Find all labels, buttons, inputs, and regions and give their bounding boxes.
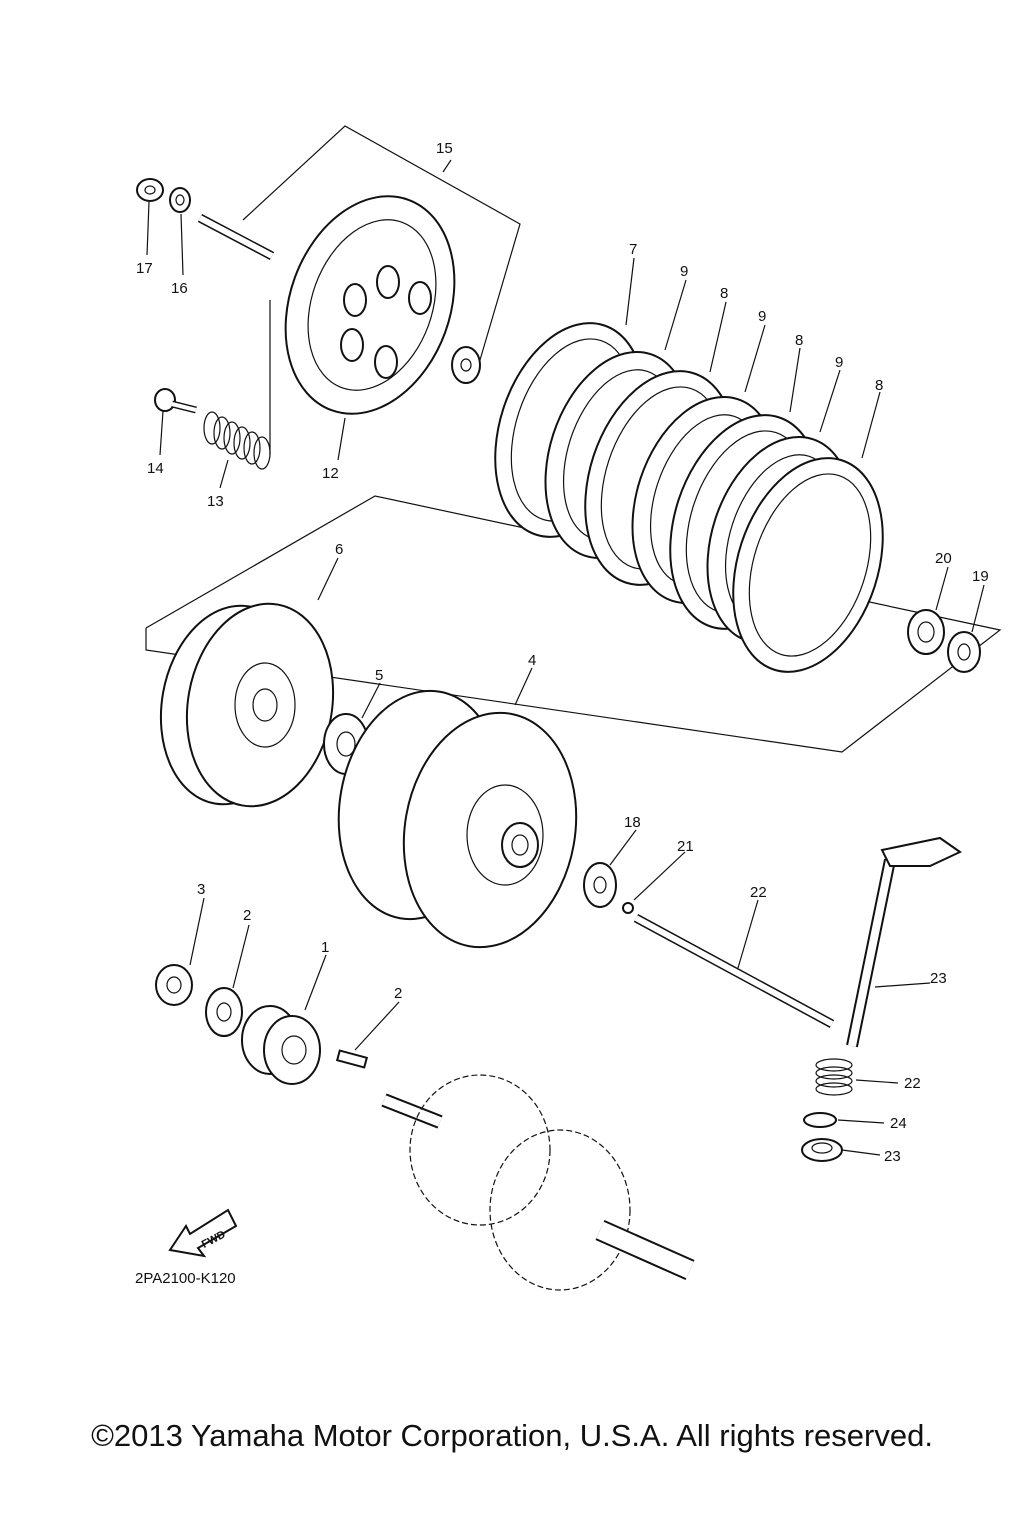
callout-2-label: 2 xyxy=(394,985,402,1002)
push-plate xyxy=(451,346,481,384)
spring-part-22 xyxy=(815,1058,853,1096)
callout-19: 21 xyxy=(677,838,694,855)
callout-10: 12 xyxy=(322,465,339,482)
pressure-plate-part-10 xyxy=(284,195,456,415)
callout-15: 17 xyxy=(136,260,153,277)
callout-5: 4 xyxy=(528,652,536,669)
callout-24: 24 xyxy=(890,1115,907,1132)
oil-seal-part-23 xyxy=(801,1138,843,1162)
leader-lines xyxy=(146,159,985,1156)
washer-part-14 xyxy=(169,187,191,213)
circlip-part-17 xyxy=(947,631,981,673)
nut-part-15 xyxy=(136,178,164,202)
clutch-boss-part-7 xyxy=(159,602,335,808)
circlip-part-24 xyxy=(803,1112,837,1128)
callout-9a: 9 xyxy=(680,263,688,280)
callout-17: 19 xyxy=(972,568,989,585)
crankshaft xyxy=(381,1074,695,1291)
callout-9c: 9 xyxy=(835,354,843,371)
callout-23: 23 xyxy=(884,1148,901,1165)
friction-plate-8d xyxy=(732,457,884,673)
push-rod-part-20 xyxy=(633,914,835,1028)
washer-part-3 xyxy=(205,987,243,1037)
callout-3: 2 xyxy=(243,907,251,924)
callout-21: 23 xyxy=(930,970,947,987)
spring-part-11 xyxy=(203,411,271,470)
callout-13: 15 xyxy=(436,140,453,157)
callout-14: 16 xyxy=(171,280,188,297)
push-lever-shaft-part-21 xyxy=(846,836,962,1048)
copyright-notice: ©2013 Yamaha Motor Corporation, U.S.A. A… xyxy=(91,1418,933,1453)
callout-20: 22 xyxy=(750,884,767,901)
callout-11: 13 xyxy=(207,493,224,510)
callout-7: 6 xyxy=(335,541,343,558)
clutch-housing-part-5 xyxy=(337,689,578,949)
bolt-part-12 xyxy=(154,388,197,414)
callout-8a: 7 xyxy=(629,241,637,258)
ball-part-19 xyxy=(622,902,634,914)
nut-part-4 xyxy=(155,964,193,1006)
fwd-arrow-icon: FWD xyxy=(168,1208,238,1258)
callout-18: 20 xyxy=(935,550,952,567)
callout-1: 1 xyxy=(321,939,329,956)
callout-22-label: 22 xyxy=(904,1075,921,1092)
washer-part-18 xyxy=(907,609,945,655)
stud-bolt-part-13 xyxy=(197,214,275,260)
callout-12: 14 xyxy=(147,460,164,477)
key-part-2 xyxy=(335,1049,369,1069)
callout-16: 18 xyxy=(624,814,641,831)
group-outline-pressure-plate xyxy=(242,125,521,361)
thrust-washer-part-16 xyxy=(583,862,617,908)
callout-labels: 17 16 15 14 13 12 7 9 8 9 8 9 8 20 19 6 … xyxy=(136,140,989,1165)
group-outline-clutch-set xyxy=(145,495,1002,753)
callout-8d: 8 xyxy=(875,377,883,394)
primary-drive-gear-part-1 xyxy=(241,1005,321,1085)
callout-9b: 9 xyxy=(758,308,766,325)
diagram-code: 2PA2100-K120 xyxy=(135,1270,236,1287)
callout-4: 3 xyxy=(197,881,205,898)
callout-8c: 8 xyxy=(795,332,803,349)
callout-8b: 8 xyxy=(720,285,728,302)
callout-6: 5 xyxy=(375,667,383,684)
